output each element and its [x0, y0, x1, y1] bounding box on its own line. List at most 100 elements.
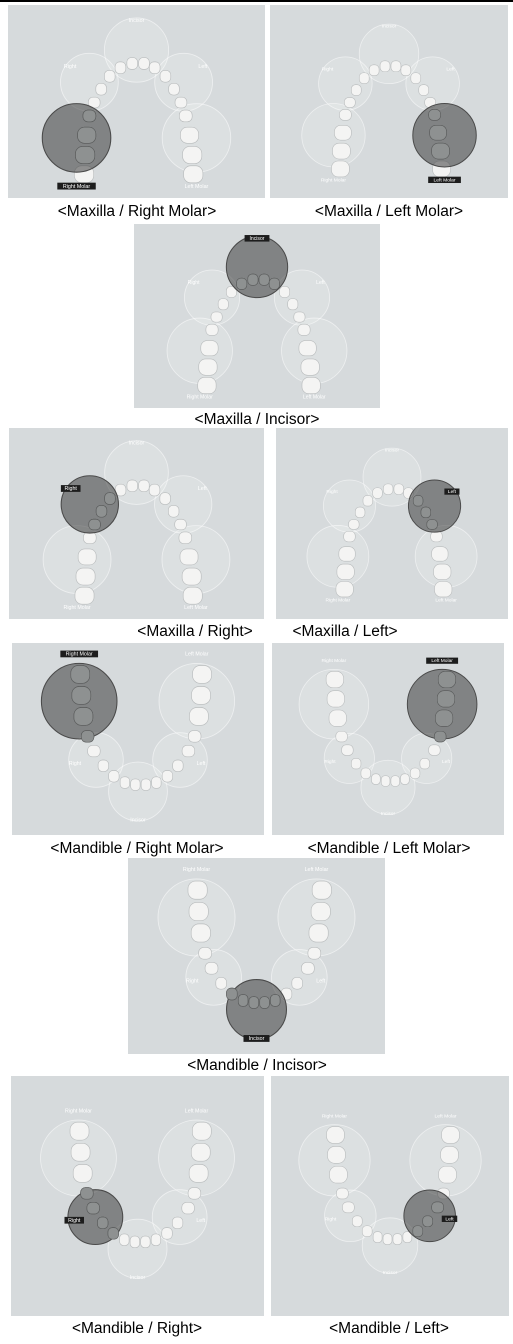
tooth	[410, 768, 420, 779]
tooth	[88, 745, 101, 757]
tooth-highlighted	[423, 1216, 433, 1227]
tooth	[71, 1143, 90, 1161]
tooth	[336, 1188, 348, 1199]
tooth-highlighted	[432, 143, 450, 159]
zone-label-incisor: Incisor	[383, 1270, 398, 1276]
zone-circle-right-molar	[307, 525, 369, 587]
zone-label-left-molar: Left Molar	[435, 597, 457, 603]
tooth	[160, 493, 171, 505]
caption-mandible-left: <Mandible / Left>	[329, 1320, 449, 1338]
zone-label-incisor: Incisor	[249, 1036, 265, 1042]
tooth	[339, 547, 355, 562]
zone-label-right: Right	[186, 978, 199, 984]
tooth	[302, 377, 320, 393]
tooth-highlighted	[432, 1202, 444, 1213]
tooth	[332, 143, 350, 159]
tooth	[361, 768, 371, 779]
tooth	[76, 568, 95, 585]
zone-label-left: Left	[442, 759, 451, 765]
tooth	[279, 286, 289, 297]
tooth	[162, 771, 173, 783]
tooth	[189, 708, 208, 726]
caption-mandible-incisor: <Mandible / Incisor>	[187, 1057, 327, 1075]
tooth	[294, 312, 305, 322]
tooth	[98, 760, 109, 772]
tooth	[363, 495, 373, 506]
tooth	[192, 1122, 211, 1140]
tooth	[401, 774, 410, 785]
tooth	[191, 924, 210, 942]
tooth	[308, 947, 321, 959]
caption-maxilla-right-molar: <Maxilla / Right Molar>	[58, 203, 217, 221]
zone-label-right: Right	[322, 66, 334, 72]
tooth	[432, 547, 448, 562]
zone-label-left: Left	[198, 64, 207, 70]
tooth	[104, 70, 115, 82]
tooth	[391, 776, 400, 787]
zone-label-incisor: Incisor	[381, 811, 396, 817]
tooth	[120, 777, 129, 789]
zone-circle-right-molar	[167, 318, 232, 383]
zone-circle-right-molar	[43, 526, 111, 594]
tooth	[75, 587, 94, 604]
tooth	[331, 161, 349, 177]
tooth	[329, 710, 346, 726]
tooth	[373, 488, 383, 499]
tooth-highlighted	[427, 520, 438, 530]
tooth	[151, 1234, 160, 1246]
tooth-highlighted	[434, 731, 446, 742]
tooth-highlighted	[87, 1202, 100, 1214]
zone-label-incisor: Incisor	[129, 441, 145, 447]
tooth	[152, 777, 161, 789]
zone-circle-active	[227, 980, 287, 1040]
panel-mandible-right: IncisorRightLeftRight MolarLeft Molar	[11, 1076, 264, 1316]
tooth-highlighted	[96, 505, 107, 517]
tooth	[162, 1228, 173, 1240]
zone-label-left-molar: Left Molar	[305, 867, 329, 873]
tooth-highlighted	[74, 708, 93, 726]
zone-label-right-molar: Right Molar	[66, 652, 93, 658]
tooth	[301, 962, 314, 974]
zone-circle-active	[226, 236, 287, 297]
zone-label-right-molar: Right Molar	[187, 394, 213, 400]
dental-arch-diagram: IncisorRightLeftRight MolarLeft Molar	[270, 5, 508, 198]
tooth	[149, 484, 160, 496]
tooth	[393, 1234, 402, 1245]
zone-label-left-molar: Left Molar	[435, 1113, 457, 1119]
tooth	[130, 1236, 139, 1248]
tooth	[120, 1234, 129, 1246]
tooth	[188, 881, 207, 899]
tooth	[193, 666, 212, 684]
tooth	[342, 1202, 354, 1213]
tooth	[199, 359, 217, 375]
tooth	[339, 109, 351, 120]
tooth	[351, 85, 361, 96]
tooth	[435, 582, 452, 597]
tooth	[383, 1234, 392, 1245]
tooth	[180, 127, 198, 143]
tooth	[411, 73, 421, 84]
tooth-highlighted	[435, 710, 452, 726]
zone-label-incisor: Incisor	[129, 18, 145, 24]
zone-label-right: Right	[68, 1218, 81, 1224]
tooth	[172, 1217, 183, 1229]
tooth-highlighted	[238, 995, 248, 1007]
tooth	[299, 341, 316, 356]
tooth-highlighted	[413, 1226, 423, 1237]
zone-label-right: Right	[325, 1216, 337, 1222]
top-rule	[0, 0, 513, 2]
tooth-highlighted	[75, 146, 94, 163]
tooth	[380, 61, 390, 72]
tooth	[191, 1143, 210, 1161]
tooth-highlighted	[71, 666, 90, 684]
tooth-highlighted	[270, 995, 280, 1007]
zone-label-right: Right	[64, 64, 77, 70]
tooth	[179, 110, 192, 122]
panel-maxilla-incisor: IncisorRightLeftRight MolarLeft Molar	[134, 224, 380, 408]
tooth	[355, 507, 365, 518]
tooth	[352, 1216, 362, 1227]
tooth	[431, 531, 443, 542]
